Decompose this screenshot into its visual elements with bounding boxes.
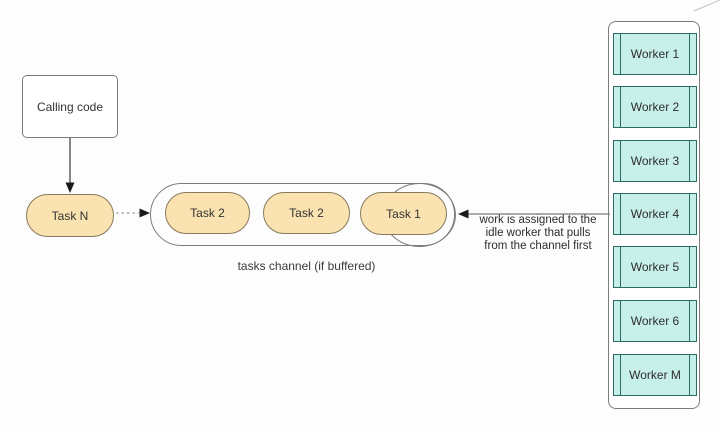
worker-label: Worker 2: [630, 100, 680, 114]
task-n-node: Task N: [26, 194, 114, 237]
workers-container: Worker 1 Worker 2 Worker 3 Worker 4 Work…: [608, 21, 700, 409]
worker-label: Worker 1: [630, 47, 680, 61]
assignment-annotation: work is assigned to the idle worker that…: [467, 214, 609, 253]
task-label: Task 2: [190, 206, 225, 220]
channel-caption: tasks channel (if buffered): [237, 259, 376, 273]
calling-code-box: Calling code: [22, 75, 118, 138]
task-n-label: Task N: [51, 208, 89, 223]
worker-label: Worker M: [629, 368, 681, 382]
worker-label: Worker 3: [630, 154, 680, 168]
worker-box: Worker 6: [613, 300, 697, 342]
worker-box: Worker M: [613, 354, 697, 396]
task-node: Task 2: [165, 192, 250, 234]
task-node: Task 2: [263, 192, 350, 234]
annotation-line: work is assigned to the: [479, 214, 597, 226]
task-label: Task 2: [289, 206, 324, 220]
worker-box: Worker 1: [613, 33, 697, 75]
worker-label: Worker 5: [630, 260, 680, 274]
annotation-line: from the channel first: [484, 240, 592, 252]
calling-code-label: Calling code: [36, 99, 104, 114]
annotation-line: idle worker that pulls: [485, 227, 591, 239]
worker-box: Worker 3: [613, 140, 697, 182]
arrow-calling-to-taskn: [65, 138, 75, 193]
worker-box: Worker 4: [613, 193, 697, 235]
worker-label: Worker 4: [630, 207, 680, 221]
worker-label: Worker 6: [630, 314, 680, 328]
worker-box: Worker 5: [613, 246, 697, 288]
cropped-edge-line: [693, 0, 720, 12]
task-node: Task 1: [360, 192, 447, 235]
worker-box: Worker 2: [613, 86, 697, 128]
arrow-taskn-to-channel: [116, 208, 150, 218]
task-label: Task 1: [386, 206, 421, 221]
